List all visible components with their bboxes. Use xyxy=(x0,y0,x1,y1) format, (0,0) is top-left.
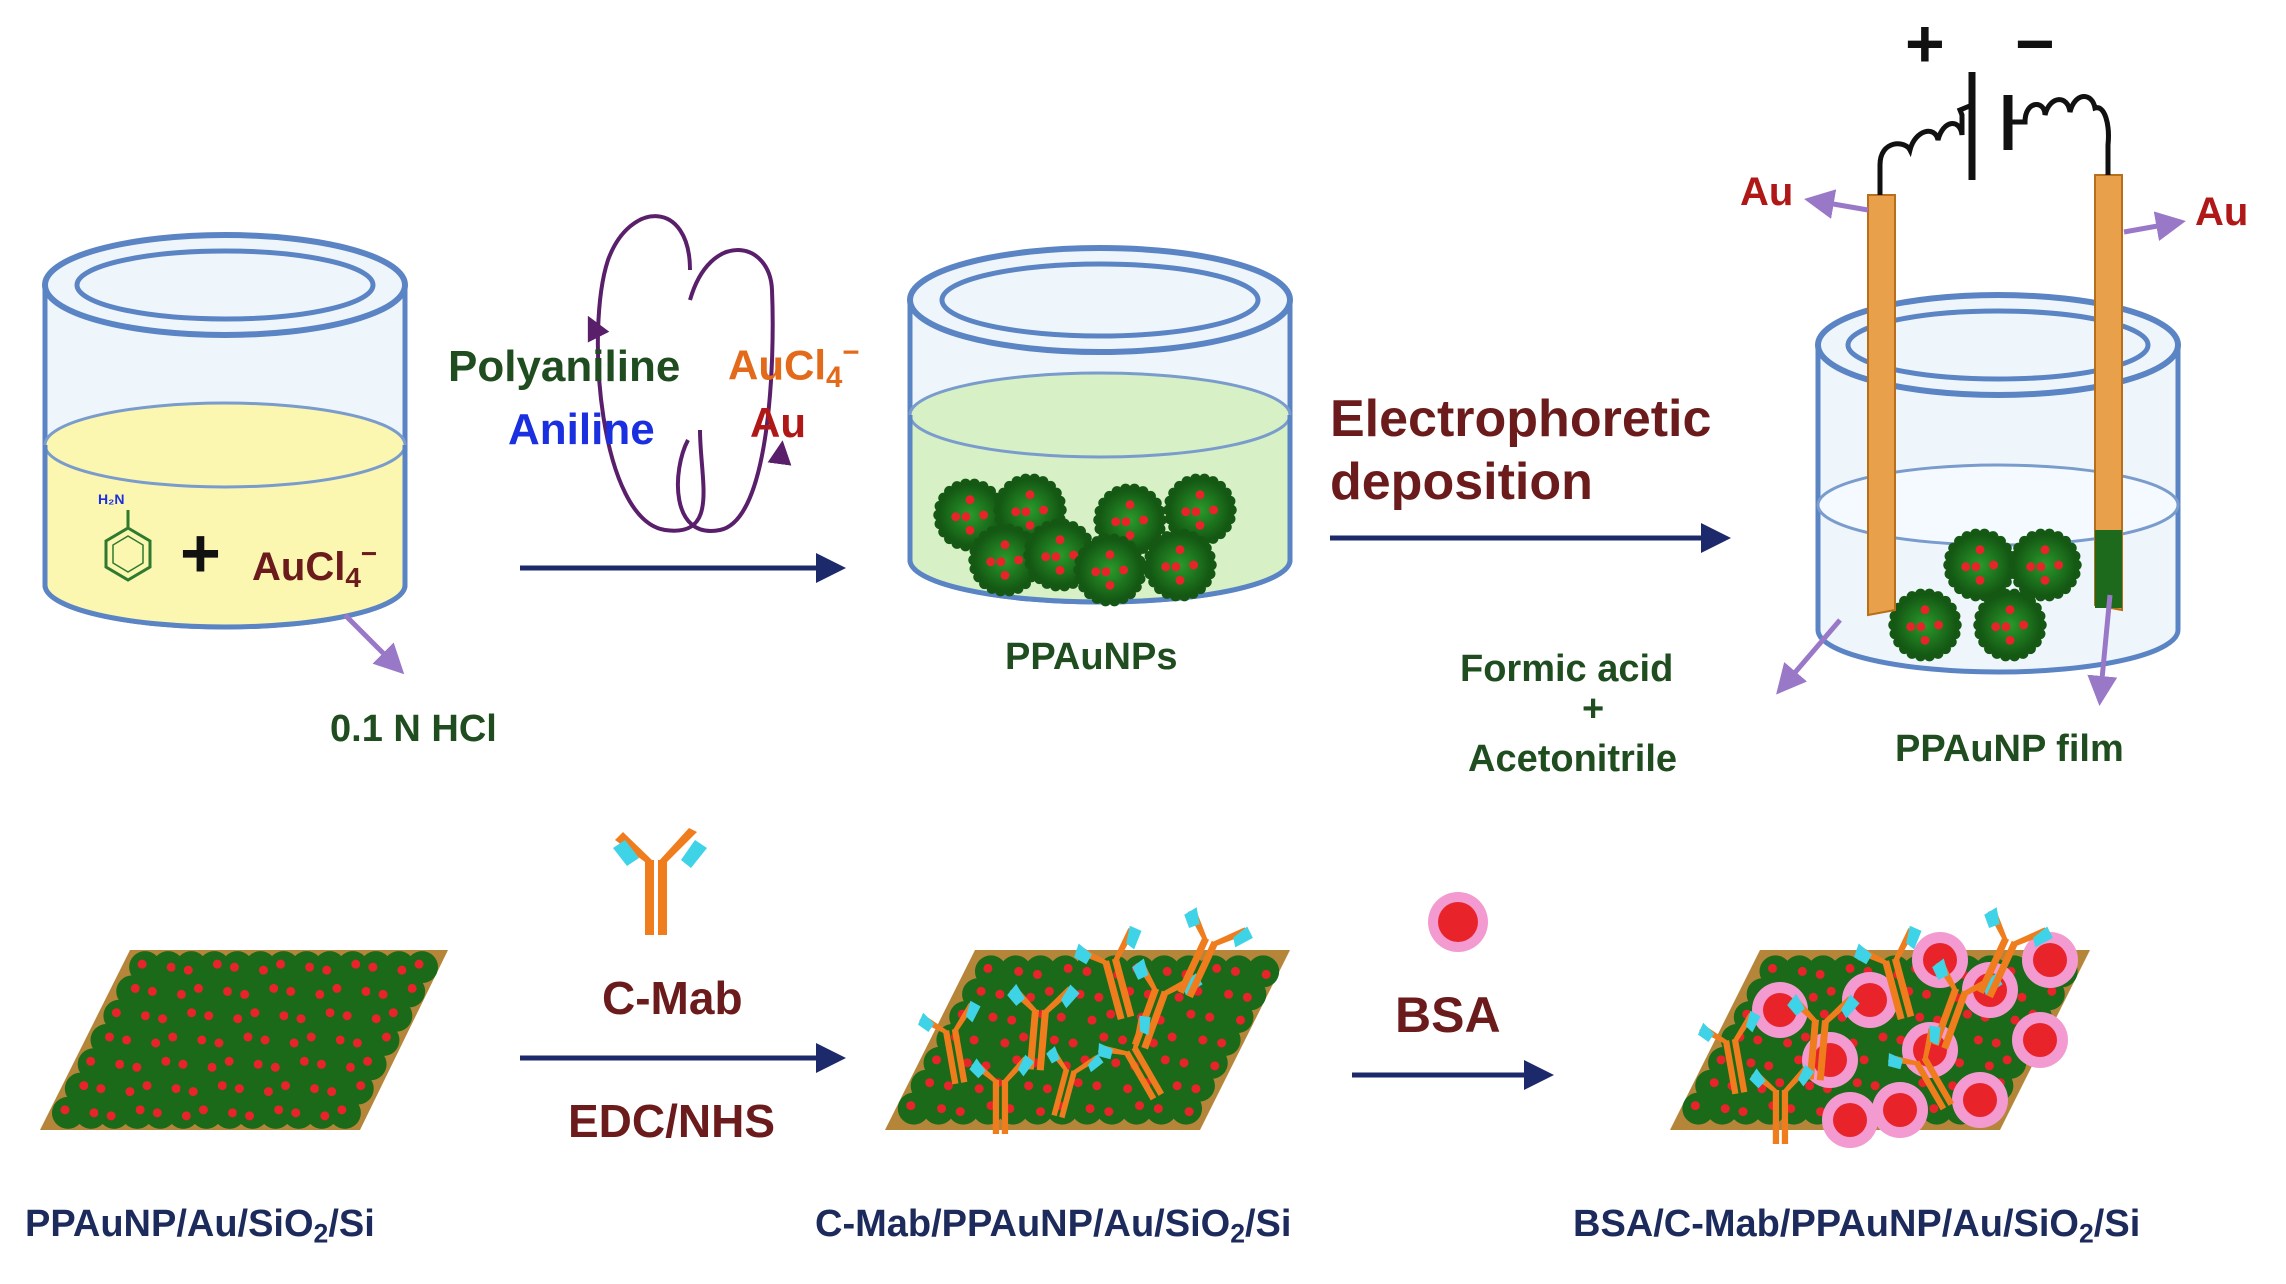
label-battery-minus: − xyxy=(2015,6,2055,82)
label-plus: + xyxy=(180,514,221,592)
label-au-left: Au xyxy=(1740,170,1794,214)
label-cmab: C-Mab xyxy=(602,972,743,1024)
label-hcl: 0.1 N HCl xyxy=(330,708,497,750)
redox-cycle xyxy=(587,214,792,533)
bsa-molecule xyxy=(1912,932,1968,988)
bsa-molecule xyxy=(1872,1082,1928,1138)
bsa-molecule xyxy=(2012,1012,2068,1068)
label-aniline: Aniline xyxy=(508,405,655,454)
label-bsa: BSA xyxy=(1395,987,1501,1043)
nanoparticle xyxy=(1943,528,2017,602)
label-au-right: Au xyxy=(2195,190,2249,234)
nanoparticle xyxy=(1143,528,1217,602)
label-substrate-2: C-Mab/PPAuNP/Au/SiO2/Si xyxy=(815,1203,1292,1249)
au-arrow-right xyxy=(2123,211,2186,241)
substrate-bsa xyxy=(1670,907,2090,1148)
nanoparticle xyxy=(1073,533,1147,607)
bsa-molecule xyxy=(1822,1092,1878,1148)
label-polyaniline: Polyaniline xyxy=(448,342,681,391)
antibody xyxy=(1097,1015,1165,1101)
antibody xyxy=(1697,1010,1761,1095)
bsa-molecule-icon xyxy=(1428,892,1488,952)
antibody xyxy=(1887,1025,1955,1111)
circuit-wires xyxy=(1877,72,2111,195)
antibody xyxy=(1007,983,1080,1071)
electrode-left xyxy=(1867,194,1896,617)
beaker-deposition xyxy=(1815,292,2181,675)
label-substrate-1: PPAuNP/Au/SiO2/Si xyxy=(25,1203,375,1249)
electrode-right xyxy=(2094,174,2123,612)
label-aucl4-top: AuCl4− xyxy=(728,336,860,394)
label-acetonitrile: Acetonitrile xyxy=(1468,738,1678,780)
label-ppaunp-film: PPAuNP film xyxy=(1895,728,2124,770)
substrate-cmab xyxy=(885,907,1290,1134)
label-edc-nhs: EDC/NHS xyxy=(568,1095,776,1147)
label-au-mid: Au xyxy=(750,399,806,446)
antibody xyxy=(969,1054,1035,1134)
bsa-molecule xyxy=(1842,972,1898,1028)
solvent-arrow xyxy=(1776,618,1842,695)
label-battery-plus: + xyxy=(1905,6,1945,82)
bsa-molecule xyxy=(1952,1072,2008,1128)
antibody xyxy=(1977,907,2053,999)
antibody xyxy=(917,1000,981,1085)
label-aucl4-beaker: AuCl4− xyxy=(252,538,378,593)
film-arrow xyxy=(2087,594,2118,706)
bsa-molecule xyxy=(1752,982,1808,1038)
label-electrophoretic: Electrophoretic xyxy=(1330,390,1712,448)
label-deposition: deposition xyxy=(1330,453,1593,511)
label-formic-plus: + xyxy=(1582,688,1605,730)
au-arrow-left xyxy=(1804,189,1869,219)
antibody xyxy=(1787,993,1860,1081)
nanoparticle xyxy=(968,523,1042,597)
label-amine: H₂N xyxy=(98,491,125,507)
label-ppaunps: PPAuNPs xyxy=(1005,636,1178,678)
antibody xyxy=(1046,1046,1104,1119)
substrate-ppaunp xyxy=(40,950,448,1130)
antibody xyxy=(1854,925,1922,1021)
label-substrate-3: BSA/C-Mab/PPAuNP/Au/SiO2/Si xyxy=(1573,1203,2141,1249)
label-formic-acid: Formic acid xyxy=(1460,648,1674,690)
antibody xyxy=(1749,1064,1815,1144)
beaker-aniline xyxy=(42,232,408,630)
antibody xyxy=(1177,907,1253,999)
benzene-ring-icon xyxy=(104,510,152,582)
antibody xyxy=(1074,925,1142,1021)
nanoparticle-cluster-deposition xyxy=(1888,528,2082,662)
hcl-pointer-arrow xyxy=(343,613,405,675)
nanoparticle xyxy=(2008,528,2082,602)
nanoparticle-cluster xyxy=(933,473,1237,607)
nanoparticle xyxy=(1973,588,2047,662)
antibody-icon xyxy=(613,828,707,935)
